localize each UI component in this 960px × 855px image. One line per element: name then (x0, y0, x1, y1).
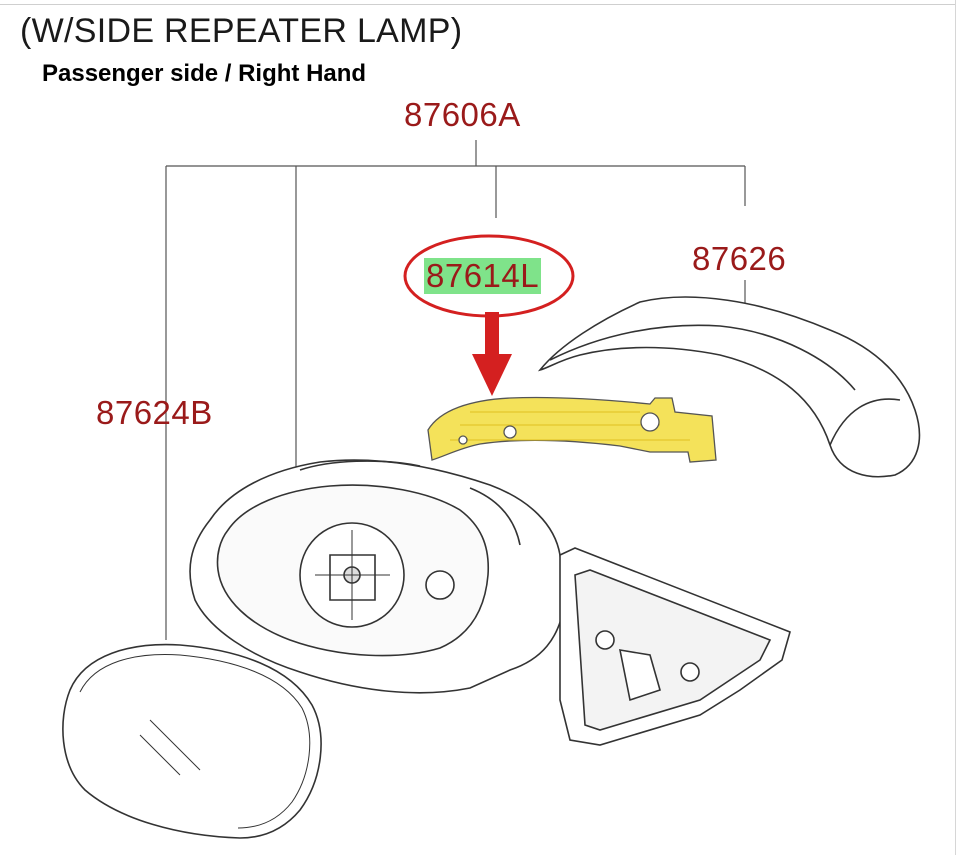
part-number-cover: 87626 (692, 240, 787, 277)
mirror-housing (189, 459, 791, 746)
lamp-hatching (450, 411, 690, 441)
right-border (955, 0, 956, 855)
mirror-cover (537, 296, 921, 478)
diagram-title: (W/SIDE REPEATER LAMP) (20, 12, 463, 50)
diagram-subtitle: Passenger side / Right Hand (42, 60, 367, 87)
callout-arrow (472, 312, 512, 396)
part-number-repeater-lamp: 87614L (424, 257, 542, 294)
top-border (0, 0, 955, 5)
part-number-assembly: 87606A (404, 96, 521, 133)
mirror-glass (62, 643, 322, 839)
part-number-glass: 87624B (96, 394, 213, 431)
repeater-lamp (427, 396, 717, 463)
